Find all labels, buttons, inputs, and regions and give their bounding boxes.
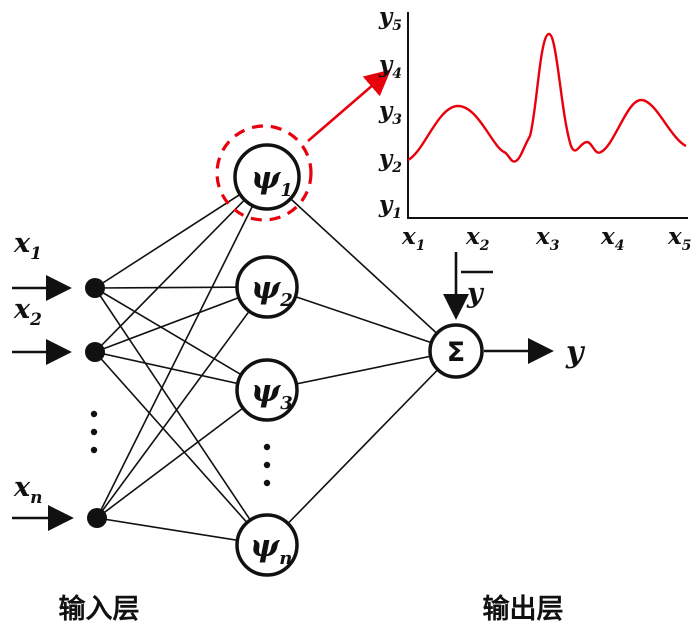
inset-plot: y5 y4 y3 y2 y1 x1 x2 x3 x4 x5 [378,3,692,254]
svg-text:x2: x2 [465,223,490,254]
svg-text:y4: y4 [378,51,402,82]
input-label-xn: xn [13,472,42,508]
hidden-layer: ψ1 ψ2 ψ3 ψn [215,124,313,577]
svg-text:x1: x1 [401,223,425,254]
svg-text:y2: y2 [378,145,402,176]
input-node-2 [85,342,105,362]
output-layer: Σ y [428,323,586,379]
input-layer-caption: 输入层 [59,593,140,625]
callout-arrow [307,69,391,142]
hidden-node-psi3 [235,358,299,422]
hidden-label-psin: ψn [250,528,292,569]
sum-node [428,323,484,379]
input-label-x1: x1 [13,228,42,264]
svg-text:x3: x3 [535,223,560,254]
hidden-node-psin [235,513,299,577]
input-node-n [87,508,107,528]
svg-text:x5: x5 [667,223,691,254]
inset-axes [407,12,688,219]
svg-text:y1: y1 [378,191,402,222]
wavelet-curve [407,32,687,163]
input-label-x2: x2 [13,294,42,330]
mean-input: y [443,252,493,320]
hidden-to-output-connections [266,176,457,546]
input-to-hidden-connections [94,176,268,546]
hidden-ellipsis-dots [263,443,271,487]
svg-text:y5: y5 [378,3,402,34]
inset-y-ticks: y5 y4 y3 y2 y1 [378,3,402,222]
output-layer-caption: 输出层 [483,593,564,625]
input-node-1 [85,278,105,298]
hidden-node-psi2 [235,255,299,319]
hidden-label-psi2: ψ2 [251,270,293,311]
hidden-node-psi1 [233,143,301,211]
input-layer: x1 x2 xn [12,228,107,531]
sum-node-label: Σ [447,337,465,368]
hidden-label-psi3: ψ3 [251,373,293,414]
svg-text:x4: x4 [600,223,624,254]
hidden-label-psi1: ψ1 [251,160,293,201]
output-label: y [565,335,586,370]
ybar-label: y [466,278,485,309]
highlight-dashed-circle [215,124,313,222]
inset-x-ticks: x1 x2 x3 x4 x5 [401,223,691,254]
svg-text:y3: y3 [378,97,402,128]
input-ellipsis-dots [90,410,98,454]
